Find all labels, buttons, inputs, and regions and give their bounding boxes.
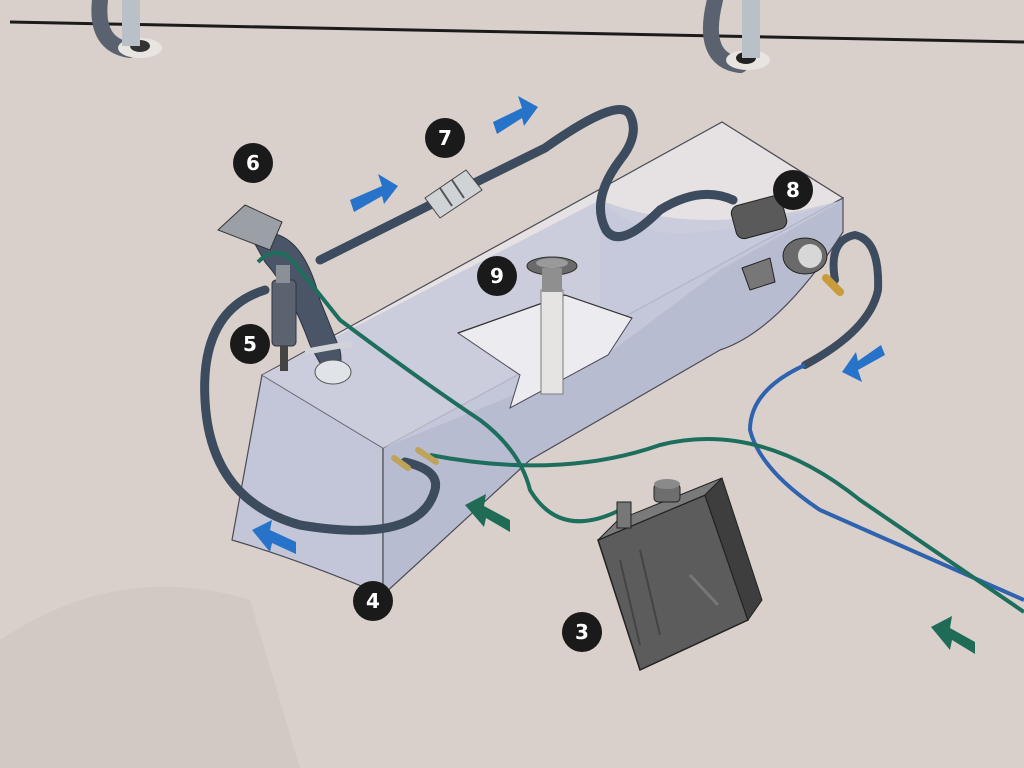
flow-arrow-blue-2: [493, 96, 538, 134]
inline-fuel-filter: [424, 169, 483, 219]
fuel-filter: [271, 265, 297, 371]
flow-arrow-blue-1: [350, 174, 398, 212]
mounting-hook-right: [702, 0, 770, 73]
svg-text:6: 6: [246, 151, 260, 175]
fuel-return-hose: [315, 105, 738, 265]
flow-arrow-blue-3: [842, 345, 885, 382]
svg-text:8: 8: [786, 178, 800, 202]
fuel-feed-hose-right: [801, 230, 883, 369]
flow-arrow-blue-4: [252, 520, 296, 554]
vent-fitting: [391, 447, 439, 471]
callout-5: 5: [230, 324, 270, 364]
callout-9: 9: [477, 256, 517, 296]
svg-text:4: 4: [366, 589, 380, 613]
fuel-supply-line: [747, 363, 1024, 602]
callout-4: 4: [353, 581, 393, 621]
svg-text:5: 5: [243, 332, 257, 356]
mounting-hook-left: [91, 0, 162, 58]
fuel-level-sender: [526, 256, 578, 395]
svg-text:3: 3: [575, 620, 589, 644]
callout-7: 7: [425, 118, 465, 158]
callout-3: 3: [562, 612, 602, 652]
vapor-vent-line-1: [256, 250, 621, 524]
board-shadow: [0, 586, 300, 768]
svg-text:7: 7: [438, 126, 452, 150]
svg-text:9: 9: [490, 264, 504, 288]
callout-8: 8: [773, 170, 813, 210]
hose-fitting: [822, 274, 844, 296]
board-top-line: [9, 20, 1024, 44]
fuel-pump: [730, 195, 828, 291]
vapor-vent-line-2: [429, 437, 1024, 614]
flow-arrows: [252, 96, 975, 654]
flow-arrow-green-2: [931, 616, 975, 654]
charcoal-canister: [597, 477, 763, 672]
callout-6: 6: [233, 143, 273, 183]
fuel-supply-hose-left: [200, 285, 441, 535]
flow-arrow-green-1: [465, 494, 510, 532]
